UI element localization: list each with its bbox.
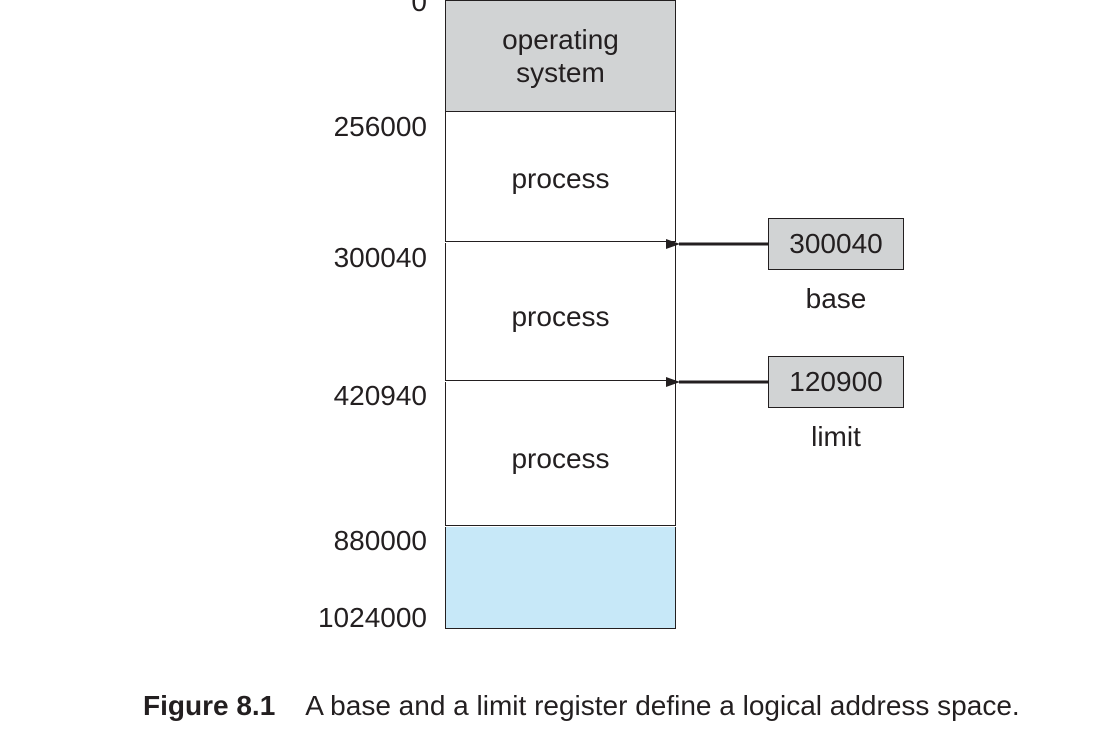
address-label-300040: 300040 (333, 242, 427, 273)
address-label-256000: 256000 (333, 111, 427, 142)
memory-column: operating system process process process (445, 0, 676, 630)
limit-register-box: 120900 (768, 356, 904, 408)
address-label-1024000: 1024000 (317, 602, 427, 633)
limit-register-label: limit (811, 421, 861, 452)
figure-number: Figure 8.1 (143, 690, 276, 721)
process-segment-2: process (445, 243, 676, 381)
operating-system-label: operating system (502, 24, 619, 88)
address-label-420940: 420940 (333, 380, 427, 411)
process-label-1: process (511, 163, 610, 194)
base-register-label: base (805, 283, 867, 314)
limit-register-value: 120900 (789, 366, 883, 397)
figure-caption-text: A base and a limit register define a log… (305, 690, 1020, 721)
free-memory-segment (445, 527, 676, 629)
process-segment-3: process (445, 382, 676, 526)
base-register-box: 300040 (768, 218, 904, 270)
figure-caption: Figure 8.1 A base and a limit register de… (143, 689, 1020, 723)
operating-system-segment: operating system (445, 0, 676, 112)
process-label-3: process (511, 443, 610, 474)
process-segment-1: process (445, 112, 676, 242)
address-label-0: 0 (411, 0, 427, 17)
address-label-880000: 880000 (333, 525, 427, 556)
process-label-2: process (511, 301, 610, 332)
base-register-value: 300040 (789, 228, 883, 259)
